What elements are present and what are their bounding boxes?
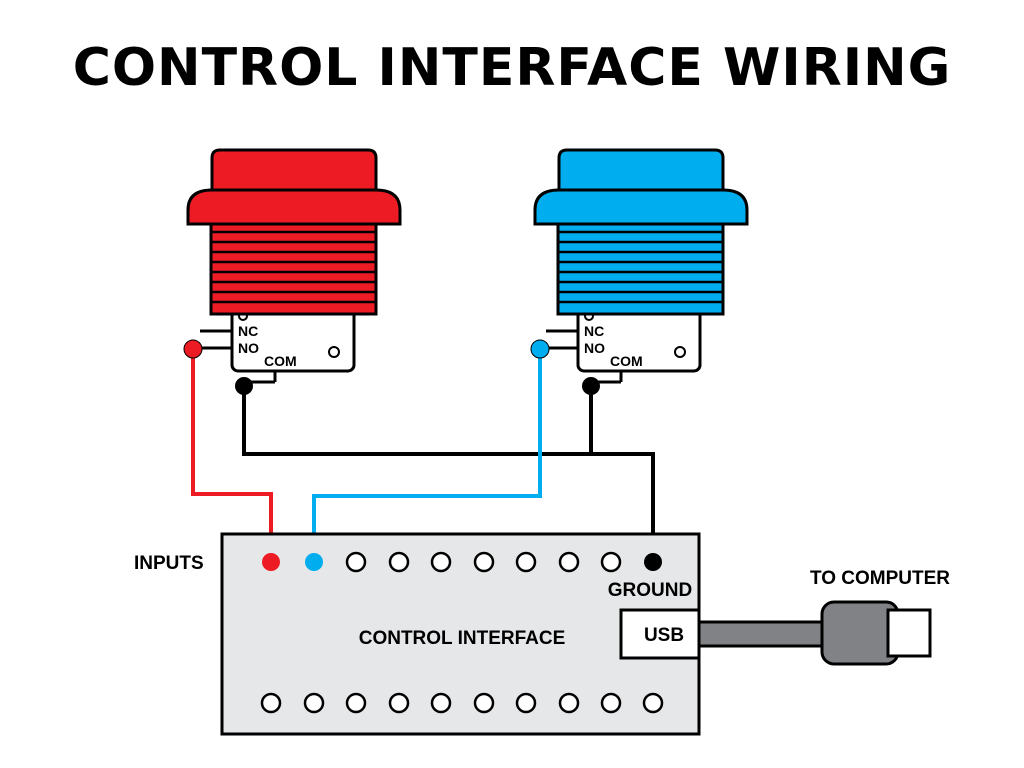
usb-label: USB bbox=[644, 625, 684, 646]
blue-button-bezel bbox=[533, 188, 749, 226]
ground-pin bbox=[644, 553, 662, 571]
red-button-cap bbox=[210, 148, 378, 192]
bottom-pins bbox=[260, 692, 664, 714]
to-computer-label: TO COMPUTER bbox=[810, 568, 950, 589]
blue-micro-switch: NC NO COM bbox=[546, 305, 702, 384]
red-button-bezel bbox=[186, 188, 402, 226]
red-com-label: COM bbox=[264, 353, 297, 369]
blue-input-wire bbox=[312, 350, 542, 562]
page-title: CONTROL INTERFACE WIRING bbox=[73, 38, 952, 98]
red-nc-label: NC bbox=[238, 323, 258, 339]
blue-button-cap bbox=[557, 148, 725, 192]
blue-nc-label: NC bbox=[584, 323, 604, 339]
red-no-label: NO bbox=[238, 340, 259, 356]
ground-wire bbox=[242, 386, 655, 562]
control-interface-board: GROUND CONTROL INTERFACE USB bbox=[220, 532, 701, 736]
red-com-terminal bbox=[235, 377, 253, 395]
board-label: CONTROL INTERFACE bbox=[359, 628, 566, 649]
blue-arcade-button: NC NO COM bbox=[533, 148, 749, 384]
blue-com-terminal bbox=[582, 377, 600, 395]
inputs-label: INPUTS bbox=[134, 553, 204, 574]
red-arcade-button: NC NO COM bbox=[186, 148, 402, 384]
input-pin-red bbox=[262, 553, 280, 571]
usb-cable bbox=[697, 600, 932, 666]
input-pin-blue bbox=[305, 553, 323, 571]
blue-button-body bbox=[556, 220, 725, 316]
blue-no-label: NO bbox=[584, 340, 605, 356]
blue-com-label: COM bbox=[610, 353, 643, 369]
usb-port bbox=[619, 608, 701, 660]
blue-no-terminal bbox=[530, 339, 550, 359]
red-no-terminal bbox=[183, 339, 203, 359]
ground-label: GROUND bbox=[608, 580, 692, 601]
red-micro-switch: NC NO COM bbox=[200, 305, 356, 384]
red-input-wire bbox=[191, 350, 273, 562]
red-button-body bbox=[209, 220, 378, 316]
input-pins-empty bbox=[345, 551, 622, 573]
